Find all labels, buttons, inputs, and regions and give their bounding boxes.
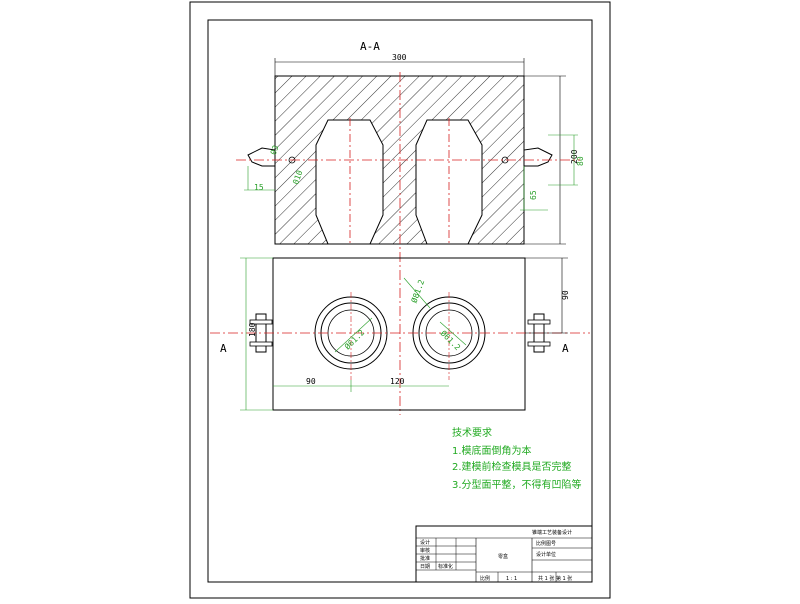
inner-border [207,19,593,583]
tb-project: 锥端工艺装备设计 [532,529,572,536]
dim-left-small: 15 [254,183,264,192]
tb-row-1: 设计 [420,539,430,546]
tb-row-5: 标准化 [438,563,453,570]
tb-row-2: 审核 [420,547,430,554]
dim-width-top: 300 [392,53,407,62]
left-cavity [315,119,384,245]
dim-green-a: 03 [269,144,281,156]
dim-left-hole: Ø61.2 [342,327,366,351]
dim-height-inner: 80 [576,156,585,166]
tb-right-mid: 设计单位 [536,551,556,558]
dim-bottom-h-left: 90 [306,377,316,386]
section-marker-right: A [562,342,569,355]
technical-notes: 技术要求 1.模底面倒角为本 2.建模前检查模具是否完整 3.分型面平整，不得有… [452,426,582,491]
dim-right-outer: Ø81.2 [409,278,427,304]
tb-scale-label: 比例 [480,575,490,582]
section-marker-left: A [220,342,227,355]
tb-sheet: 共 1 张 第 1 张 [538,575,572,582]
dim-height-outer: 200 [570,149,579,164]
dim-right-small: 65 [529,190,538,200]
title-block: 锥端工艺装备设计 设计 审核 批准 日期 标准化 零盒 比例图号 设计单位 比例… [415,525,593,583]
note-1: 1.模底面倒角为本 [452,444,532,457]
dim-bottom-left: 180 [248,322,257,337]
notes-title: 技术要求 [452,426,492,439]
tb-part: 零盒 [498,553,508,560]
tb-scale: 1 : 1 [506,576,517,582]
tb-row-3: 批准 [420,555,430,562]
note-3: 3.分型面平整，不得有凹陷等 [452,478,582,491]
note-2: 2.建模前检查模具是否完整 [452,460,572,473]
dim-bottom-right: 90 [561,290,570,300]
section-label: A-A [360,40,380,53]
tb-right-top: 比例图号 [536,540,556,547]
tb-row-4: 日期 [420,564,430,570]
dim-bottom-h-center: 120 [390,377,405,386]
outer-border [189,1,611,599]
